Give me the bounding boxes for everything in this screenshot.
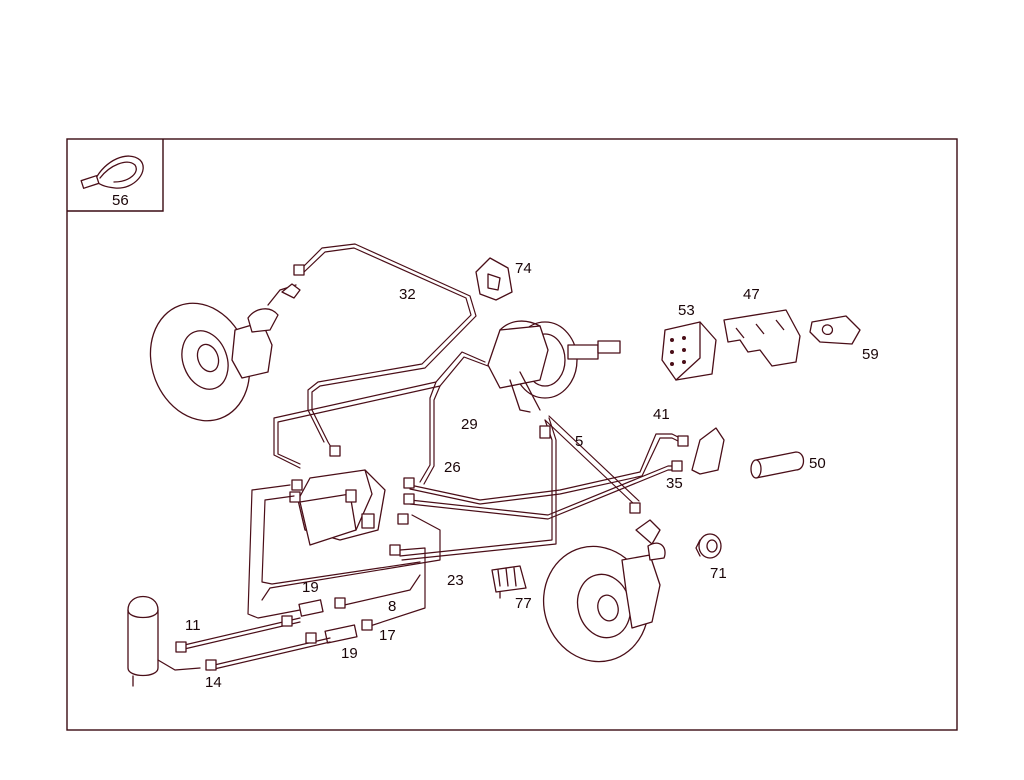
callout-50: 50 — [809, 455, 826, 472]
callout-74: 74 — [515, 260, 532, 277]
callout-47: 47 — [743, 286, 760, 303]
cable-tie-part-56 — [80, 155, 144, 189]
pipe-fitting-5 — [539, 425, 551, 439]
callout-71: 71 — [710, 565, 727, 582]
right-brake-disc — [542, 519, 666, 663]
pipe-fitting-32a — [293, 264, 305, 276]
callout-5: 5 — [575, 433, 583, 450]
callout-59: 59 — [862, 346, 879, 363]
callout-23: 23 — [447, 572, 464, 589]
pipe-fitting-5b — [629, 502, 641, 514]
callout-11: 11 — [185, 617, 201, 634]
connector-part-77 — [491, 565, 527, 599]
grommet-part-71 — [695, 533, 722, 559]
callout-14: 14 — [205, 674, 222, 691]
brake-pipe-11 — [179, 617, 301, 647]
inset-label: 56 — [112, 192, 129, 209]
callout-53: 53 — [678, 302, 695, 319]
callout-26: 26 — [444, 459, 461, 476]
hydraulic-unit — [289, 469, 415, 556]
brake-pipe-32 — [299, 243, 477, 453]
brake-booster — [487, 320, 621, 413]
brake-pipe-26 — [261, 514, 441, 601]
brake-pipe-41 — [409, 433, 685, 501]
clip-part-74 — [475, 257, 513, 301]
callout-17: 17 — [379, 627, 396, 644]
callout-77: 77 — [515, 595, 532, 612]
callout-19a: 19 — [302, 579, 319, 596]
left-brake-disc — [149, 283, 301, 422]
callout-32: 32 — [399, 286, 416, 303]
pipe-fitting-41 — [677, 435, 689, 447]
spring-clip-59 — [809, 315, 861, 345]
callout-8: 8 — [388, 598, 396, 615]
callout-29: 29 — [461, 416, 478, 433]
pipe-fitting-32b — [329, 445, 341, 457]
brake-pipe-29 — [273, 351, 486, 469]
callout-35: 35 — [666, 475, 683, 492]
pad-retainer-47 — [723, 309, 801, 367]
inset-box: 56 — [67, 139, 164, 212]
brake-hose-19a — [298, 597, 346, 617]
brake-pipe-23 — [369, 547, 426, 627]
bracket-part — [691, 427, 725, 475]
pressure-accumulator — [127, 596, 201, 687]
callout-19b: 19 — [341, 645, 358, 662]
diagram-frame — [66, 138, 958, 731]
pipe-fitting-35 — [671, 460, 683, 472]
sleeve-part-50 — [750, 451, 805, 479]
brake-pipe-8 — [339, 574, 421, 607]
callout-41: 41 — [653, 406, 670, 423]
brake-hose-19b — [324, 619, 373, 644]
brake-pad-set-53 — [661, 321, 717, 381]
